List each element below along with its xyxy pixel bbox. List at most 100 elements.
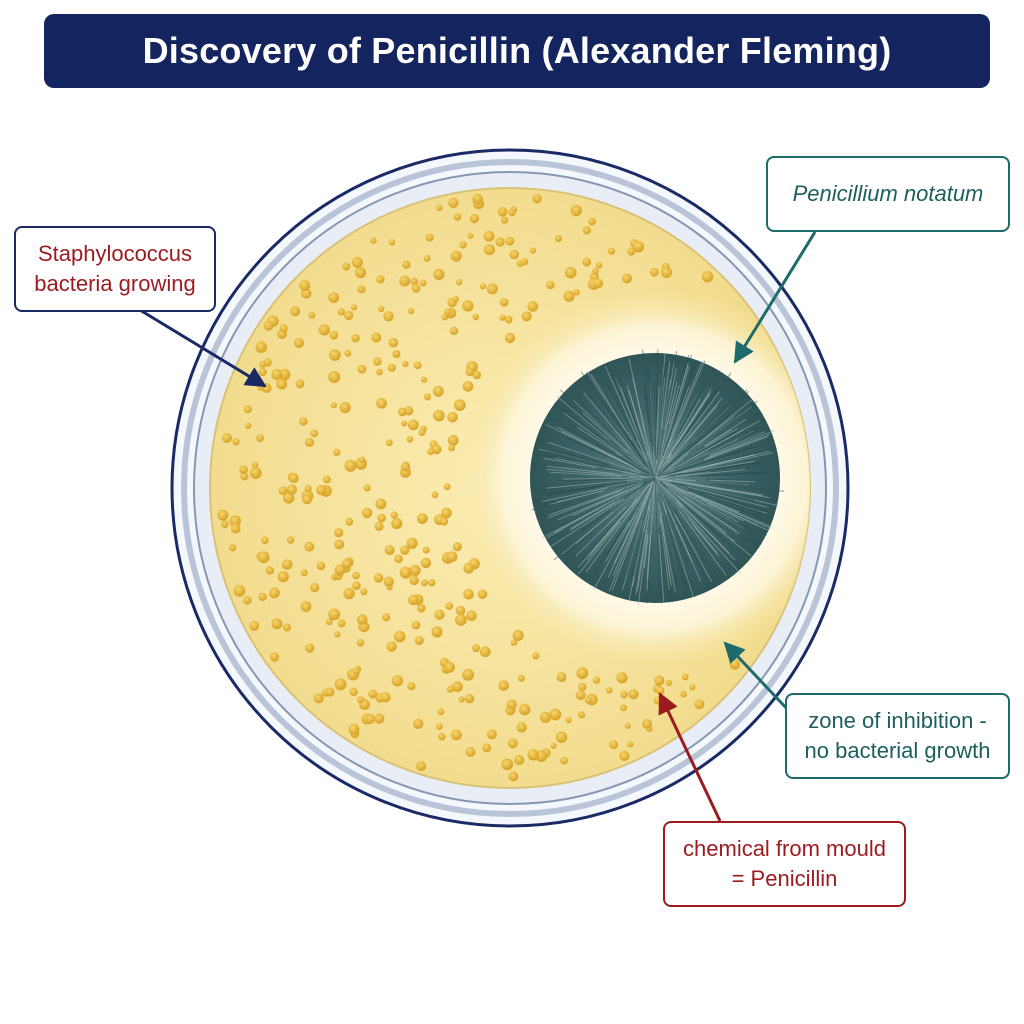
mould-fibre [677, 461, 766, 476]
mould-fibre [624, 391, 645, 448]
mould-fibre [667, 488, 752, 557]
bacteria-colony [501, 758, 514, 771]
bacteria-colony [318, 324, 330, 336]
bacteria-colony [305, 643, 315, 653]
bacteria-colony [310, 429, 319, 438]
label-chemical-text: chemical from mould = Penicillin [683, 836, 886, 891]
mould-fibre [695, 398, 734, 438]
mould-fibre [664, 368, 677, 430]
bacteria-colony [333, 448, 341, 456]
bacteria-colony [249, 621, 260, 631]
mould-fibre [660, 364, 689, 460]
mould-fibre [616, 497, 649, 586]
bacteria-colony [595, 262, 603, 269]
bacteria-colony [402, 260, 411, 269]
bacteria-colony [276, 378, 288, 390]
bacteria-colony [282, 492, 295, 504]
bacteria-colony [440, 517, 449, 526]
bacteria-colony [479, 283, 486, 290]
bacteria-colony [256, 434, 264, 442]
mould-fibre [675, 469, 746, 477]
bacteria-colony [465, 367, 475, 377]
bacteria-colony [345, 517, 354, 526]
bacteria-colony [304, 437, 315, 447]
bacteria-colony [271, 618, 283, 630]
mould-fibre [688, 471, 767, 477]
bacteria-colony [383, 576, 394, 587]
bacteria-colony [370, 237, 377, 244]
bacteria-colony [269, 652, 280, 662]
bacteria-colony [329, 330, 339, 340]
mould-fibre [575, 505, 627, 557]
mould-fibre [658, 478, 770, 499]
bacteria-colony [508, 771, 519, 782]
bacteria-colony [656, 686, 665, 695]
bacteria-colony [377, 513, 386, 523]
mould-fibre [560, 389, 655, 478]
mould-fibre [656, 403, 743, 477]
mould-fibre [559, 408, 637, 465]
bacteria-colony [408, 419, 419, 431]
mould-fibre [632, 510, 650, 595]
mould-fibre [656, 362, 666, 460]
bacteria-colony [452, 681, 463, 693]
bacteria-colony [229, 515, 241, 527]
mould-fibre [606, 528, 629, 570]
bacteria-colony [462, 668, 475, 681]
bacteria-colony [448, 197, 459, 208]
bacteria-colony [390, 511, 398, 519]
bacteria-colony [329, 349, 341, 361]
mould-fibre [662, 355, 690, 449]
bacteria-colony [299, 417, 308, 426]
bacteria-colonies [217, 193, 740, 782]
mould-fibre [608, 495, 649, 592]
bacteria-colony [628, 689, 639, 700]
label-staphylococcus: Staphylococcus bacteria growing [14, 226, 216, 312]
mould-fibre [546, 468, 640, 478]
mould-fibre [555, 457, 638, 475]
bacteria-colony [694, 699, 705, 710]
arrow-mould [733, 231, 817, 364]
mould-fibre [580, 504, 619, 533]
bacteria-colony [325, 618, 333, 626]
bacteria-colony [240, 472, 249, 481]
mould-fibre [648, 367, 654, 446]
bacteria-colony [278, 368, 291, 381]
bacteria-colony [650, 267, 659, 277]
bacteria-colony [520, 258, 529, 266]
bacteria-colony [463, 562, 475, 574]
bacteria-colony [427, 447, 435, 456]
bacteria-colony [436, 204, 443, 212]
mould-fibre [667, 509, 689, 563]
bacteria-colony [334, 539, 345, 550]
bacteria-colony [376, 368, 383, 376]
mould-fibre [556, 426, 640, 471]
mould-fibre [578, 503, 633, 564]
mould-fibre [556, 478, 612, 481]
mould-fibre [666, 500, 710, 585]
mould-fibre [572, 490, 628, 516]
bacteria-colony [334, 631, 341, 638]
bacteria-colony [334, 678, 347, 691]
bacteria-colony [508, 208, 516, 217]
mould-fibre [697, 416, 735, 445]
bacteria-colony [556, 672, 567, 682]
bacteria-colony [278, 486, 288, 496]
mould-fibre [549, 471, 622, 477]
bacteria-colony [627, 247, 636, 256]
bacteria-colony [592, 676, 601, 684]
mould-fibre [660, 525, 671, 603]
bacteria-colony [217, 509, 229, 521]
bacteria-colony [681, 673, 689, 681]
bacteria-colony [373, 357, 382, 366]
mould-fibre [557, 482, 644, 521]
bacteria-colony [290, 306, 301, 317]
bacteria-colony [271, 369, 283, 381]
bacteria-colony [282, 559, 293, 570]
mould-fibre [704, 436, 768, 461]
bacteria-colony [344, 459, 357, 472]
mould-fibre [616, 372, 654, 474]
bacteria-colony [263, 320, 274, 331]
bacteria-colony [441, 507, 452, 519]
